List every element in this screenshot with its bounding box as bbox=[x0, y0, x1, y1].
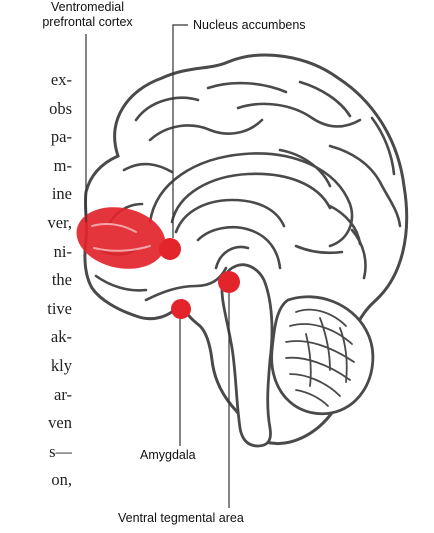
vmpfc-label-line1: Ventromedial bbox=[0, 0, 175, 15]
vmpfc-label-line2: prefrontal cortex bbox=[0, 15, 175, 30]
vta-marker bbox=[218, 271, 240, 293]
nucleus-accumbens-marker bbox=[159, 238, 181, 260]
amygdala-label: Amygdala bbox=[140, 448, 196, 463]
vta-label: Ventral tegmental area bbox=[118, 511, 244, 526]
amygdala-marker bbox=[171, 299, 191, 319]
nucleus-accumbens-label: Nucleus accumbens bbox=[193, 18, 306, 33]
vmpfc-label: Ventromedial prefrontal cortex bbox=[0, 0, 175, 30]
